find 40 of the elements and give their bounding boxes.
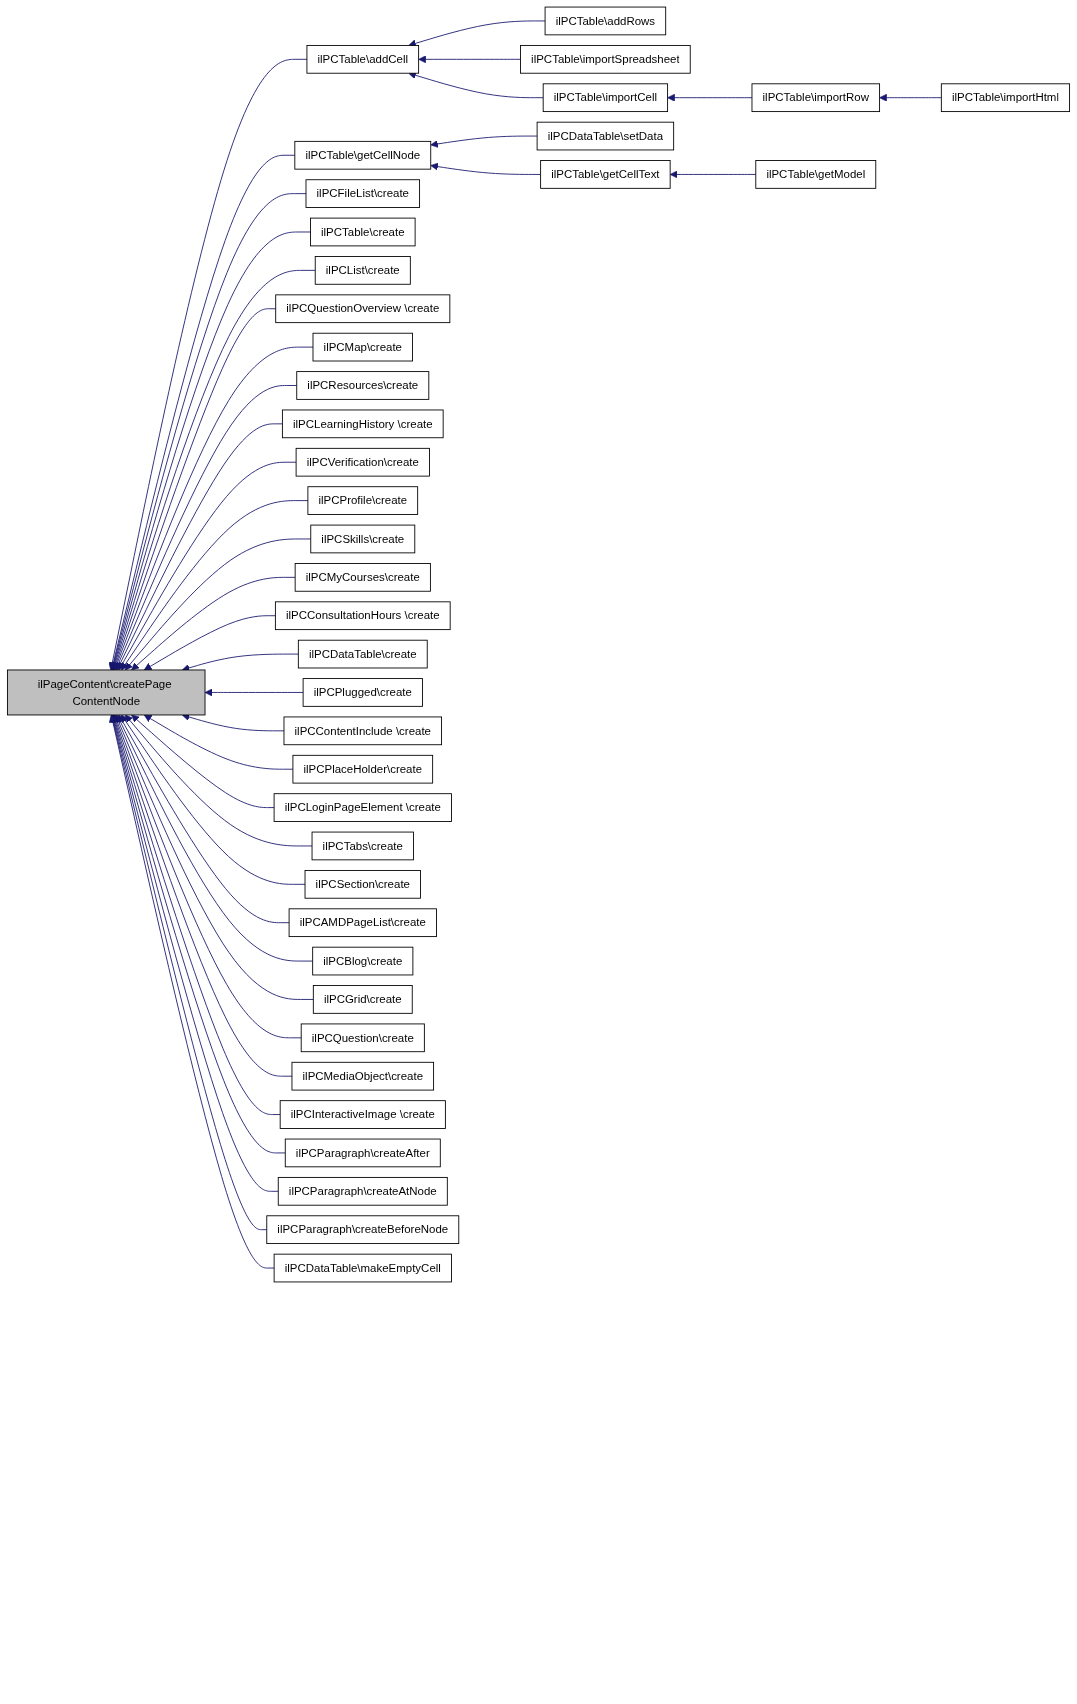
node-box: ilPCSection\create [304,870,421,899]
node-box: ilPCDataTable\create [297,639,428,669]
node-box: ilPCParagraph\createBeforeNode [266,1215,460,1244]
node-box: ilPCTable\importHtml [940,83,1070,113]
node-box: ilPCTable\addRows [544,6,667,36]
node-box: ilPCLearningHistory \create [281,409,444,439]
node-box: ilPCGrid\create [312,985,413,1014]
node-box: ilPCParagraph\createAtNode [277,1176,448,1206]
node-box: ilPCTable\importRow [751,83,881,113]
node-box: ilPCSkills\create [310,524,416,554]
node-box: ilPCInteractiveImage \create [279,1100,446,1129]
node-box: ilPCAMDPageList\create [288,908,437,938]
node-box: ilPCBlog\create [312,946,414,976]
node-box: ilPCMediaObject\create [291,1061,435,1091]
node-box: ilPCLoginPageElement \create [273,793,452,822]
node-box: ilPCTable\importSpreadsheet [520,45,691,74]
node-box: ilPCList\create [314,256,411,285]
node-box: ilPCPlugged\create [302,678,423,707]
node-box: ilPCTable\getCellNode [294,140,432,170]
node-box: ilPCContentInclude \create [283,716,442,746]
node-box: ilPCTabs\create [311,831,414,861]
node-box: ilPCMyCourses\create [294,563,431,592]
node-box: ilPCConsultationHours \create [274,601,451,631]
node-box: ilPCQuestion\create [300,1023,425,1053]
node-box: ilPCDataTable\setData [536,121,675,151]
node-box: ilPCMap\create [312,332,413,362]
node-box: ilPCTable\create [310,217,416,247]
node-box: ilPCDataTable\makeEmptyCell [273,1253,452,1283]
node-box: ilPCTable\getModel [755,160,877,189]
node-box: ilPCParagraph\createAfter [284,1138,441,1168]
node-box: ilPCProfile\create [307,486,419,515]
node-box: ilPageContent\createPage ContentNode [7,669,206,716]
node-box: ilPCPlaceHolder\create [292,754,434,784]
node-box: ilPCResources\create [296,371,430,400]
node-box: ilPCQuestionOverview \create [275,294,451,324]
node-box: ilPCTable\addCell [306,45,420,74]
node-box: ilPCTable\importCell [542,83,669,113]
node-box: ilPCVerification\create [295,447,430,477]
node-box: ilPCFileList\create [305,179,420,208]
node-box: ilPCTable\getCellText [540,160,671,189]
